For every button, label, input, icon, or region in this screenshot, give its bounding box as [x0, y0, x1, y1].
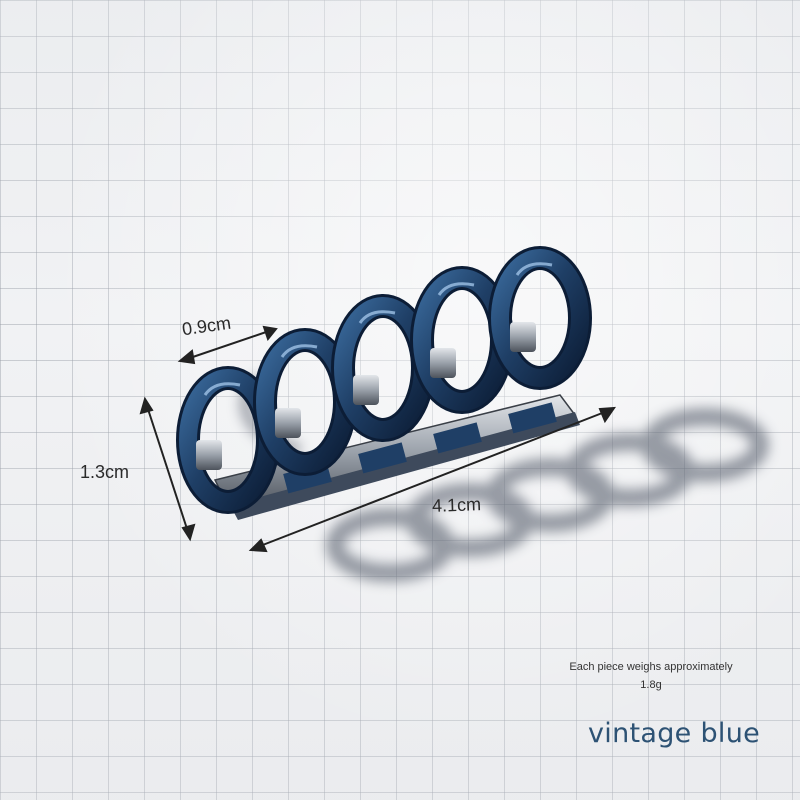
color-name-label: vintage blue [588, 718, 761, 749]
weight-note: Each piece weighs approximately 1.8g [556, 658, 746, 694]
ring-3 [331, 294, 435, 442]
length-dimension-label: 4.1cm [431, 494, 482, 516]
length-arrow [248, 406, 617, 553]
height-dimension-label: 1.3cm [80, 462, 130, 482]
ring-5 [488, 246, 592, 390]
ring-shadows [238, 374, 769, 582]
width-arrow [177, 325, 278, 365]
dimension-arrows [139, 325, 617, 553]
weight-note-line1: Each piece weighs approximately [569, 661, 733, 673]
weight-note-line2: 1.8g [640, 679, 662, 691]
height-arrow [139, 396, 196, 542]
ring-4 [410, 266, 514, 414]
